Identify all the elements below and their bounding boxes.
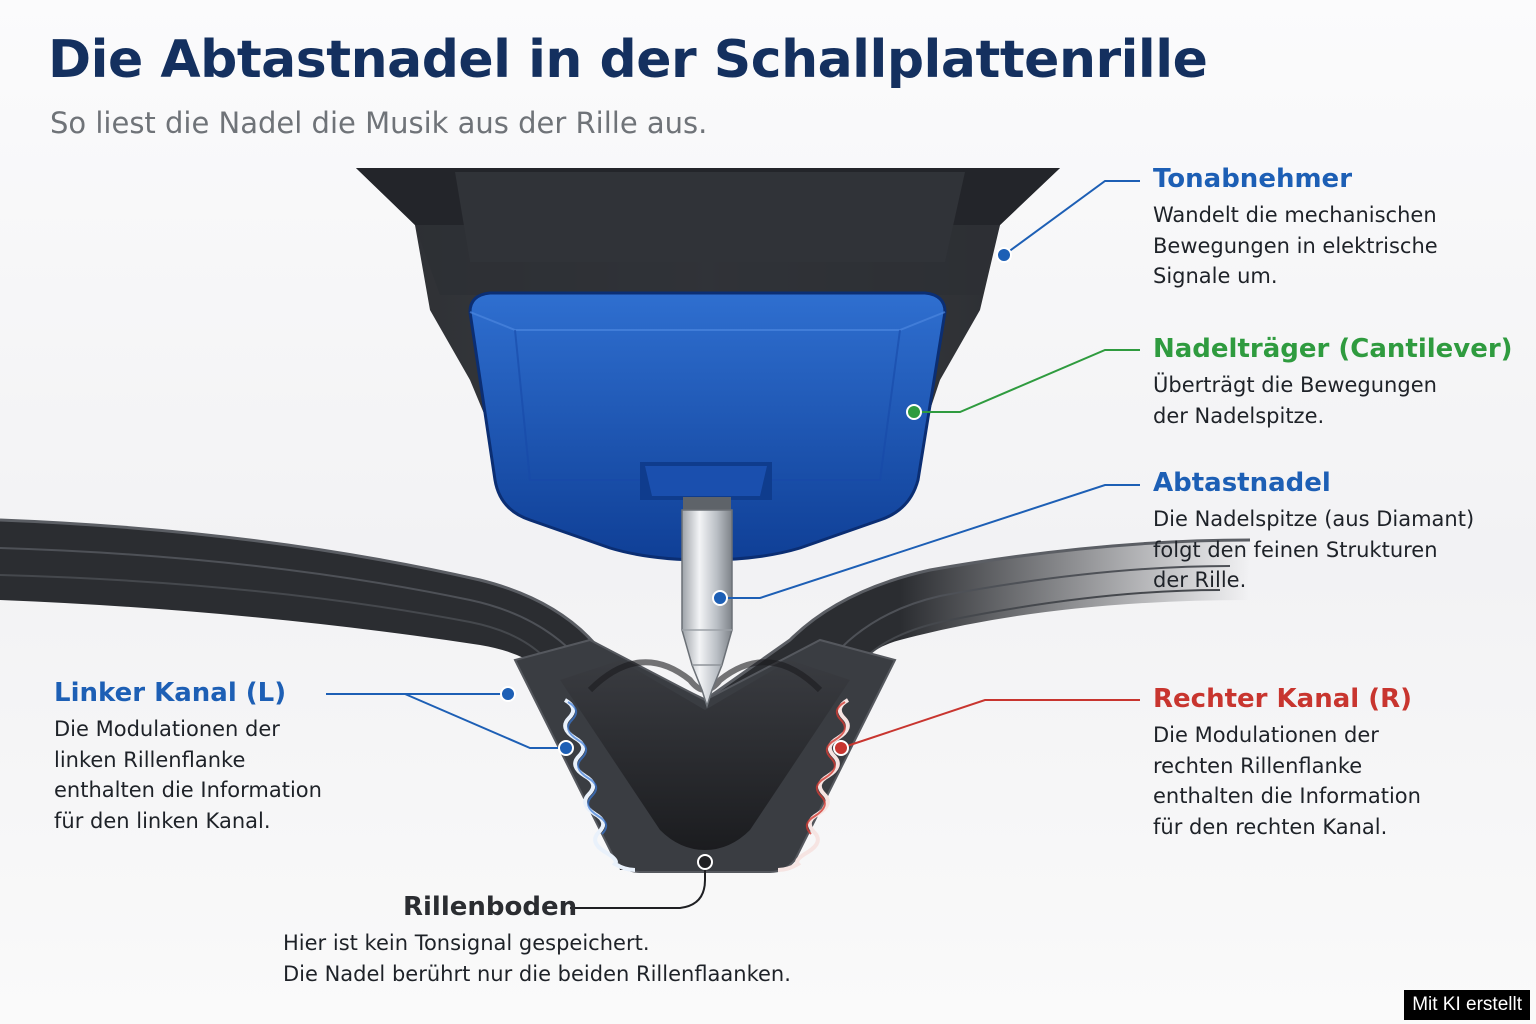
right-channel-modulation — [777, 698, 850, 872]
left-channel-modulation — [563, 698, 636, 872]
callout-tonabnehmer: Tonabnehmer Wandelt die mechanischen Bew… — [1153, 162, 1438, 292]
callout-rillenboden: Rillenboden Hier ist kein Tonsignal gesp… — [283, 890, 791, 989]
callout-text: Überträgt die Bewegungen der Nadelspitze… — [1153, 373, 1437, 428]
ai-generated-badge: Mit KI erstellt — [1404, 990, 1530, 1020]
stylus-needle — [681, 497, 733, 709]
cantilever-housing — [468, 291, 947, 562]
callout-text: Hier ist kein Tonsignal gespeichert. Die… — [283, 931, 791, 986]
callout-text: Die Nadelspitze (aus Diamant) folgt den … — [1153, 507, 1475, 592]
callout-heading: Rechter Kanal (R) — [1153, 684, 1413, 714]
page-subtitle: So liest die Nadel die Musik aus der Ril… — [50, 106, 708, 140]
callout-linker-kanal: Linker Kanal (L) Die Modulationen der li… — [54, 676, 322, 836]
callout-text: Die Modulationen der linken Rillenflanke… — [54, 717, 322, 833]
callout-heading: Linker Kanal (L) — [54, 678, 287, 708]
leader-lines — [326, 180, 1140, 909]
callout-heading: Nadelträger (Cantilever) — [1153, 334, 1513, 364]
callout-heading: Rillenboden — [403, 892, 578, 922]
callout-heading: Tonabnehmer — [1153, 164, 1353, 194]
page-title: Die Abtastnadel in der Schallplattenrill… — [48, 30, 1208, 90]
callout-text: Die Modulationen der rechten Rillenflank… — [1153, 723, 1421, 839]
groove-cross-section — [513, 638, 897, 873]
callout-rechter-kanal: Rechter Kanal (R) Die Modulationen der r… — [1153, 682, 1421, 842]
callout-abtastnadel: Abtastnadel Die Nadelspitze (aus Diamant… — [1153, 466, 1474, 596]
callout-heading: Abtastnadel — [1153, 468, 1331, 498]
callout-text: Wandelt die mechanischen Bewegungen in e… — [1153, 203, 1438, 288]
callout-nadeltraeger: Nadelträger (Cantilever) Überträgt die B… — [1153, 332, 1513, 431]
